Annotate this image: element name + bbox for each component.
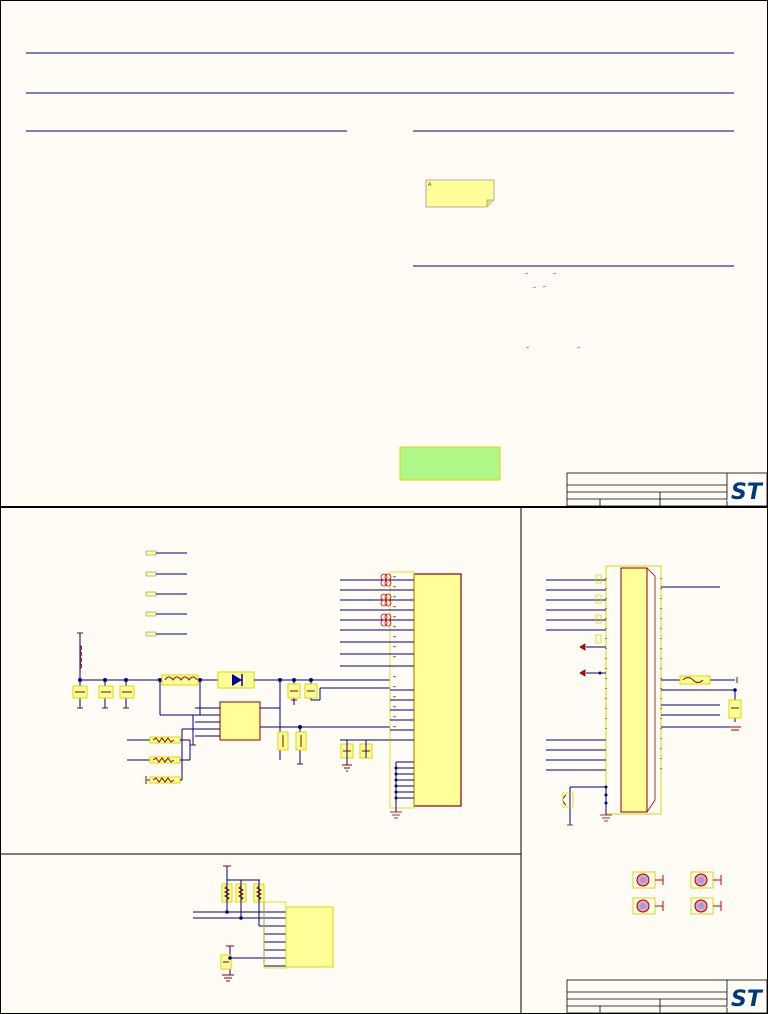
top-sheet-border bbox=[0, 0, 768, 507]
power-labels bbox=[145, 550, 187, 637]
mounting-hole-icon bbox=[632, 897, 664, 915]
mounting-holes bbox=[632, 871, 722, 915]
st-logo: ST bbox=[727, 478, 764, 505]
lower-left-circuit bbox=[193, 865, 286, 982]
sensor-chip bbox=[263, 901, 334, 969]
green-box bbox=[399, 446, 501, 481]
bottom-sheet-border bbox=[0, 507, 768, 1014]
input-resistors bbox=[127, 736, 191, 784]
svg-text:ST: ST bbox=[731, 480, 764, 505]
lower-left-dots bbox=[225, 910, 243, 960]
output-caps bbox=[277, 679, 390, 765]
mounting-hole-icon bbox=[690, 871, 722, 889]
inductor bbox=[161, 674, 199, 686]
svg-text:A: A bbox=[428, 182, 432, 188]
regulator-ic bbox=[159, 680, 300, 780]
mcu-decoupling-caps bbox=[340, 739, 390, 772]
top-sheet: A ST bbox=[0, 0, 768, 507]
title-block-bottom bbox=[566, 979, 768, 1014]
title-block-top bbox=[566, 472, 768, 507]
svg-text:ST: ST bbox=[731, 987, 764, 1012]
header-connector bbox=[546, 565, 742, 826]
note-icon[interactable]: A bbox=[425, 179, 495, 208]
bottom-sheet: ST bbox=[0, 507, 768, 1014]
diode bbox=[217, 671, 255, 689]
mounting-hole-icon bbox=[632, 871, 664, 889]
tiny-marks bbox=[524, 272, 581, 349]
mounting-hole-icon bbox=[690, 897, 722, 915]
st-logo: ST bbox=[727, 985, 764, 1012]
mcu-chip bbox=[340, 571, 462, 819]
power-input-circuit bbox=[72, 632, 160, 709]
